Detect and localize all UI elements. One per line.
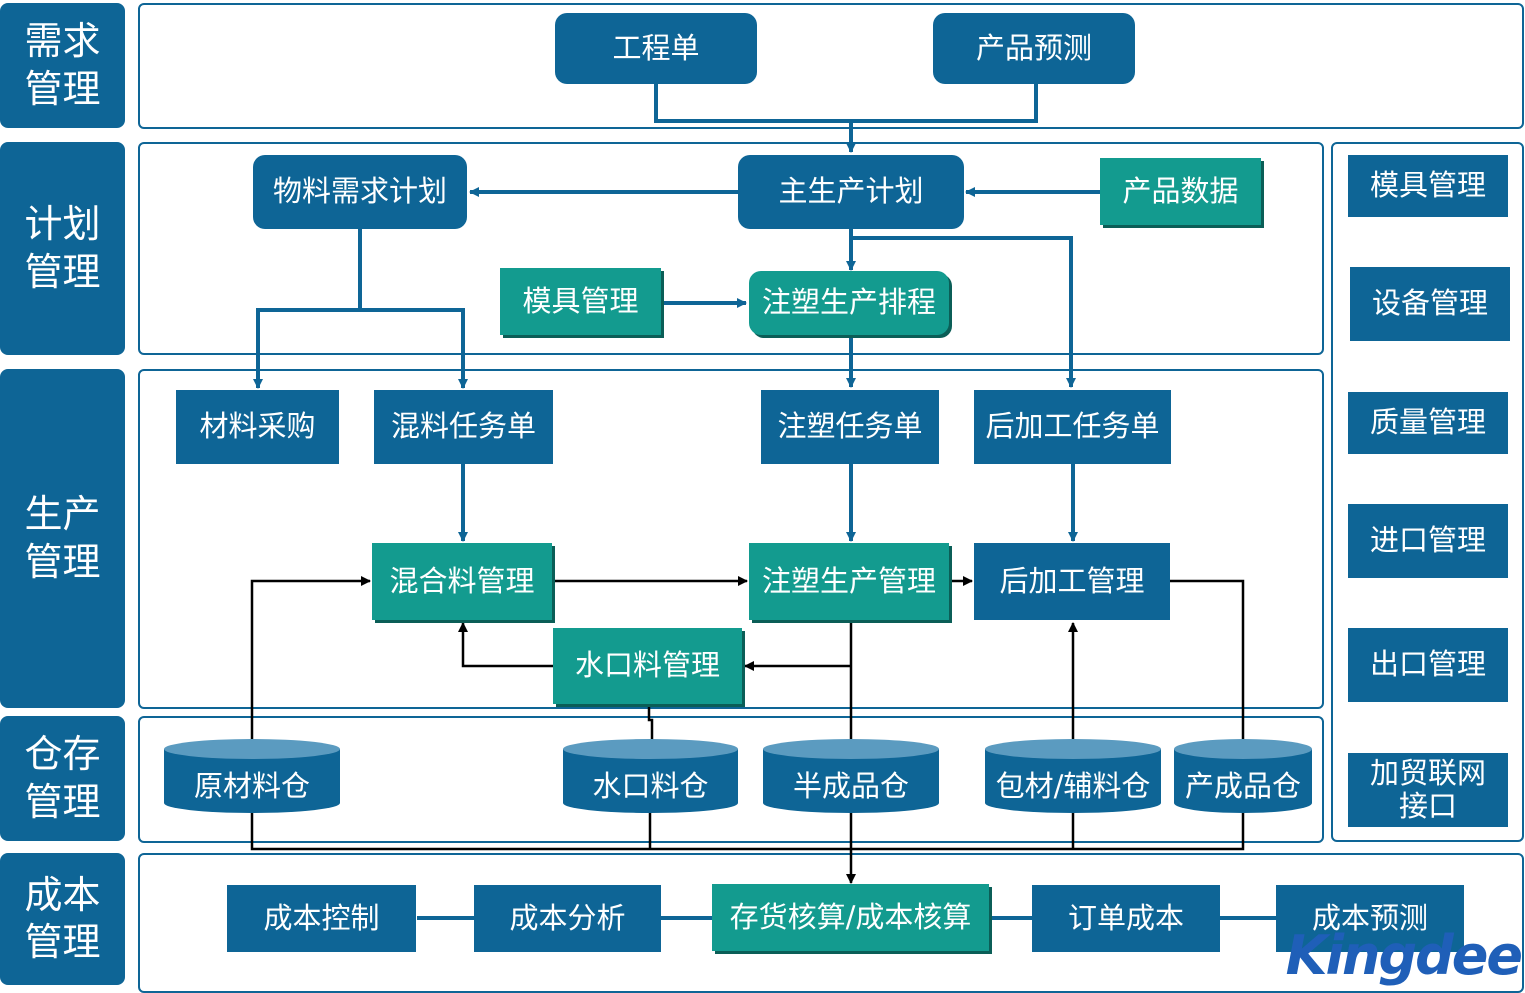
injection-schedule-box: 注塑生产排程 — [749, 271, 949, 335]
cost-control-box: 成本控制 — [227, 885, 416, 952]
side-export-mgmt-box: 出口管理 — [1348, 628, 1508, 702]
side-equipment-mgmt-box: 设备管理 — [1350, 267, 1510, 341]
category-cost-line1: 成本 — [24, 872, 101, 917]
category-demand: 需求 管理 — [0, 3, 125, 128]
order-cost-box: 订单成本 — [1032, 885, 1220, 952]
injection-mgmt-box: 注塑生产管理 — [749, 543, 949, 620]
cost-analysis-box: 成本分析 — [474, 885, 661, 952]
sprue-warehouse-cylinder: 水口料仓 — [563, 739, 738, 814]
side-mold-mgmt-box: 模具管理 — [1348, 155, 1508, 217]
side-import-mgmt-box: 进口管理 — [1348, 504, 1508, 578]
mixing-task-box: 混料任务单 — [374, 390, 553, 464]
category-cost-line2: 管理 — [24, 920, 101, 964]
category-cost: 成本 管理 — [0, 853, 125, 985]
semi-warehouse-label: 半成品仓 — [792, 768, 909, 803]
product-forecast-box: 产品预测 — [933, 13, 1135, 84]
side-trade-network-box: 加贸联网 接口 — [1348, 753, 1508, 827]
packing-warehouse-cylinder: 包材/辅料仓 — [985, 739, 1161, 814]
category-production-line2: 管理 — [24, 539, 101, 584]
finished-warehouse-label: 产成品仓 — [1184, 768, 1301, 803]
inventory-accounting-box: 存货核算/成本核算 — [712, 884, 989, 951]
mps-box: 主生产计划 — [738, 155, 964, 229]
project-order-box: 工程单 — [555, 13, 757, 84]
raw-warehouse-cylinder: 原材料仓 — [164, 739, 340, 814]
mixed-material-mgmt-box: 混合料管理 — [372, 543, 552, 620]
side-trade-network-line1: 加贸联网 — [1369, 755, 1486, 790]
category-production-line1: 生产 — [24, 492, 101, 536]
category-plan-line2: 管理 — [24, 249, 101, 294]
category-plan-line1: 计划 — [24, 202, 101, 246]
cost-forecast-box: 成本预测 — [1276, 885, 1464, 952]
product-data-box: 产品数据 — [1100, 158, 1261, 225]
packing-warehouse-label: 包材/辅料仓 — [995, 768, 1151, 803]
category-production: 生产 管理 — [0, 369, 125, 708]
post-task-box: 后加工任务单 — [974, 390, 1171, 464]
demand-panel — [138, 3, 1524, 129]
category-storage-line2: 管理 — [24, 779, 101, 824]
finished-warehouse-cylinder: 产成品仓 — [1174, 739, 1312, 814]
side-quality-mgmt-box: 质量管理 — [1348, 392, 1508, 454]
sprue-warehouse-label: 水口料仓 — [592, 768, 709, 803]
injection-task-box: 注塑任务单 — [761, 390, 939, 464]
plan-mold-mgmt-box: 模具管理 — [500, 268, 661, 335]
post-mgmt-box: 后加工管理 — [974, 543, 1170, 620]
sprue-mgmt-box: 水口料管理 — [553, 628, 742, 704]
category-demand-line2: 管理 — [24, 66, 101, 111]
kingdee-logo: Kingdee — [1285, 924, 1523, 987]
side-trade-network-line2: 接口 — [1398, 789, 1457, 823]
category-plan: 计划 管理 — [0, 142, 125, 355]
material-purchase-box: 材料采购 — [176, 390, 339, 464]
raw-warehouse-label: 原材料仓 — [193, 768, 310, 803]
side-panel — [1331, 142, 1524, 842]
category-storage: 仓存 管理 — [0, 716, 125, 841]
category-storage-line1: 仓存 — [24, 732, 101, 776]
semi-warehouse-cylinder: 半成品仓 — [763, 739, 939, 814]
mrp-box: 物料需求计划 — [253, 155, 467, 229]
category-demand-line1: 需求 — [24, 19, 101, 63]
